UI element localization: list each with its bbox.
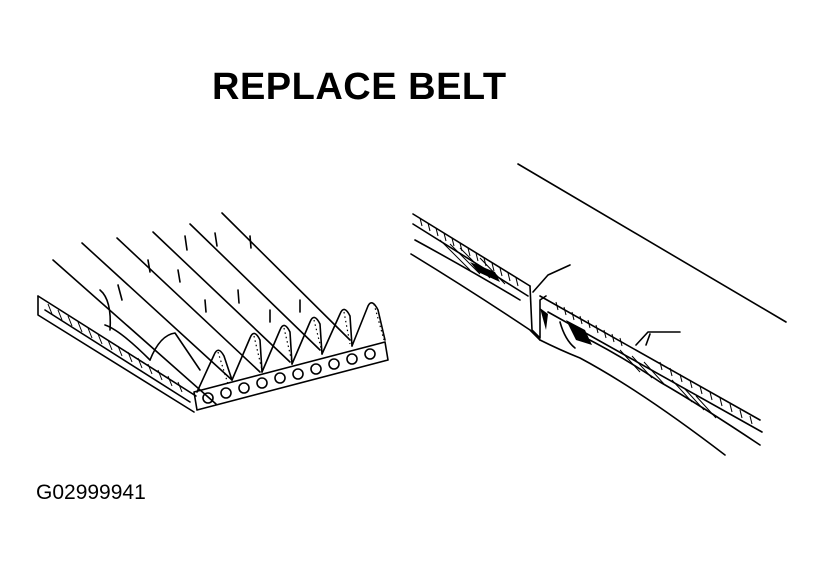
figure-id-label: G02999941: [36, 481, 146, 504]
diagram-title: REPLACE BELT: [212, 66, 507, 108]
